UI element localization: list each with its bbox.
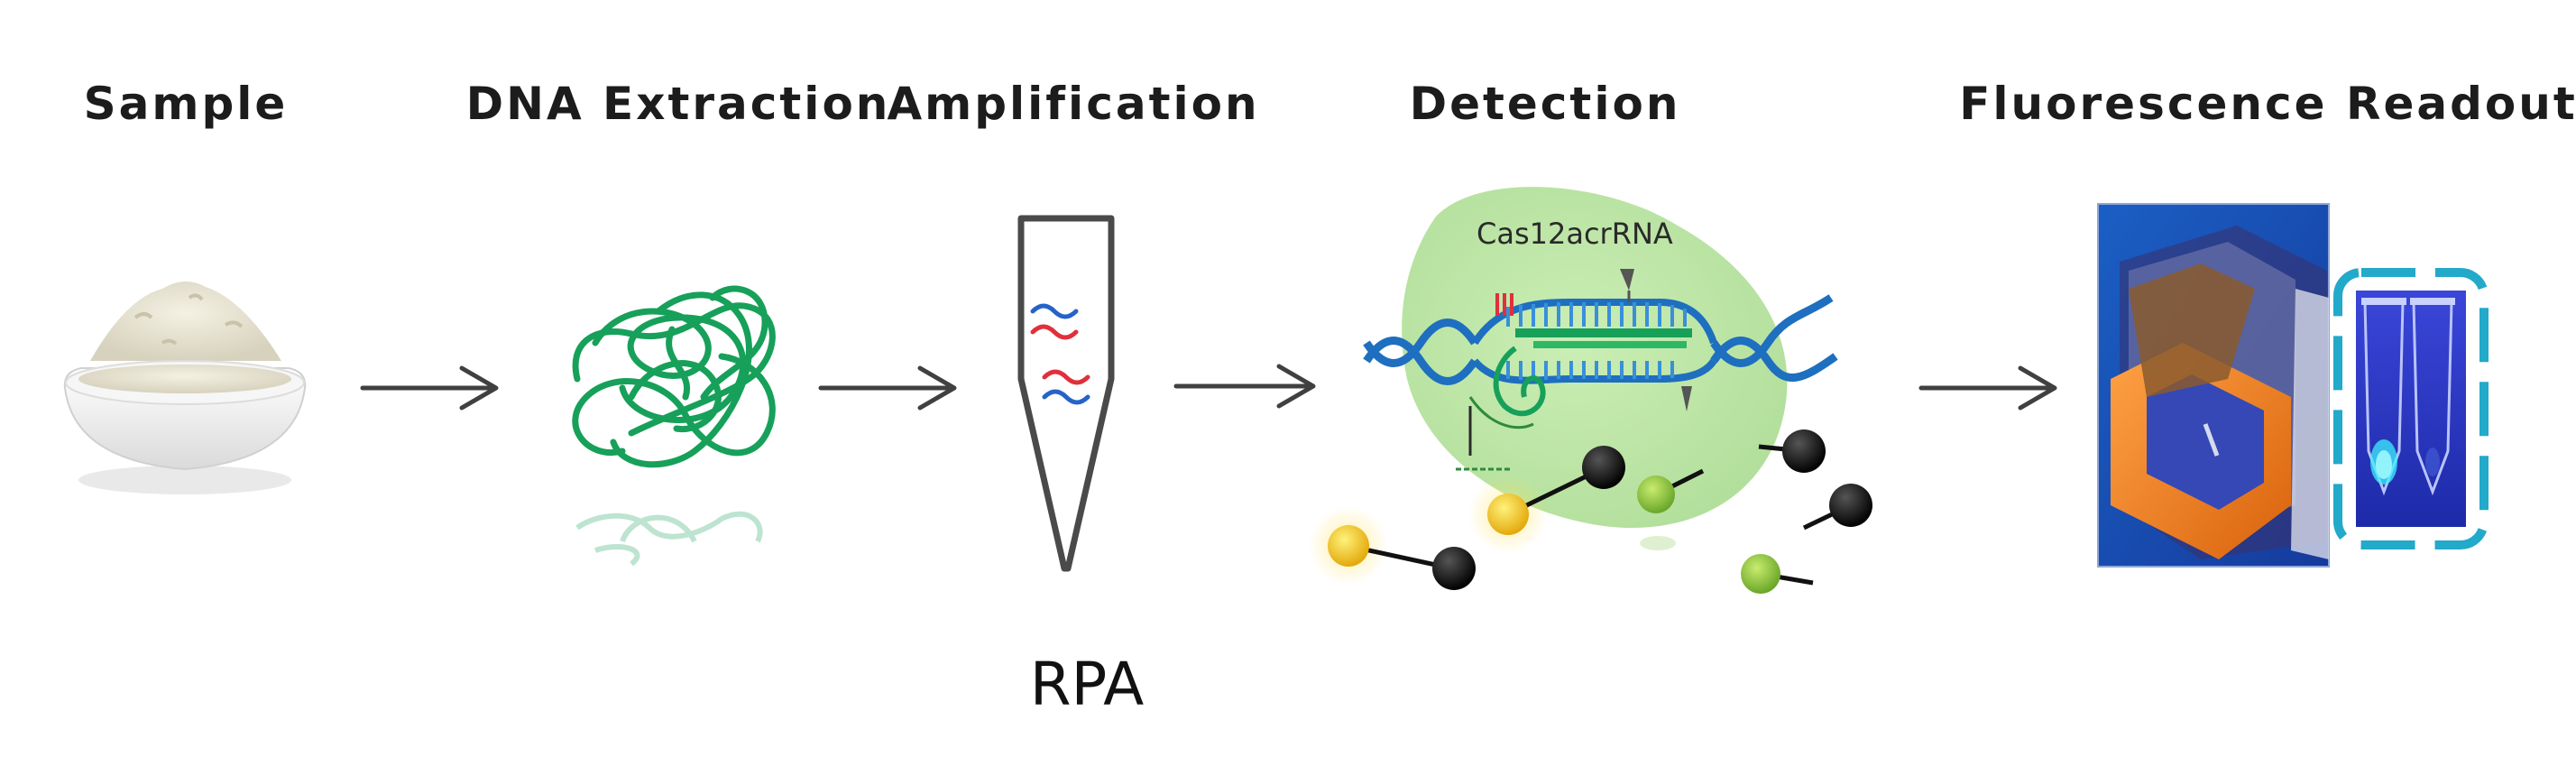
dna-tangle-reflection	[575, 511, 763, 567]
step-title-extraction: DNA Extraction	[465, 78, 891, 130]
step-title-readout: Fluorescence Readout	[1959, 78, 2576, 130]
reporter-probe-icon	[1309, 506, 1476, 590]
amplification-method-label: RPA	[1029, 650, 1145, 719]
reporter-probe-icon	[1637, 468, 1705, 550]
reporter-probe-icon	[1758, 429, 1826, 473]
complex-label: Cas12acrRNA	[1477, 217, 1673, 251]
uv-transilluminator-photo	[2097, 203, 2330, 568]
arrow-icon	[1918, 365, 2057, 411]
step-title-detection: Detection	[1409, 78, 1681, 130]
arrow-icon	[1173, 364, 1316, 409]
reporter-probe-icon	[1802, 484, 1872, 531]
fluorescent-tubes-photo	[2333, 268, 2489, 549]
arrow-icon	[360, 365, 499, 411]
reporter-probe-icon	[1468, 446, 1625, 554]
step-title-amplification: Amplification	[887, 78, 1260, 130]
arrow-icon	[818, 365, 957, 411]
cas12a-dna-complex-icon: Cas12acrRNA	[1363, 187, 1838, 529]
reporter-probe-icon	[1741, 554, 1814, 594]
step-title-sample: Sample	[83, 78, 289, 130]
dna-tangle-icon	[572, 285, 776, 468]
powder-bowl-icon	[63, 281, 307, 494]
reaction-tube-icon	[1017, 215, 1115, 572]
